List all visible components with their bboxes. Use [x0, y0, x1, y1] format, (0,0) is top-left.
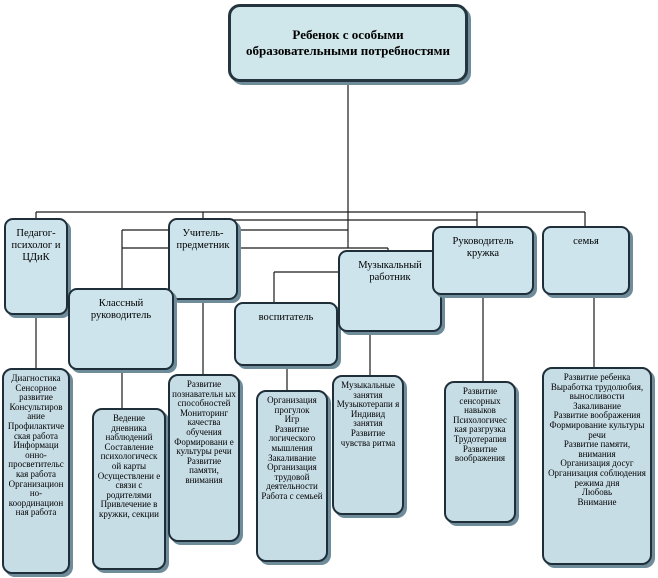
- role-title: Руководитель кружка: [452, 236, 514, 259]
- activity-item: Профилактиче ская работа: [7, 420, 65, 441]
- role-educator: воспитатель: [234, 302, 338, 366]
- role-subject-teacher: Учитель-предметник: [168, 218, 238, 300]
- activity-item: Игр: [284, 414, 300, 425]
- activity-item: Организация трудовой деятельности: [266, 462, 318, 492]
- activity-item: Развитие сенсорных навыков: [459, 386, 501, 416]
- activity-item: Работа с семьей: [261, 490, 323, 501]
- activity-item: Внимание: [577, 496, 617, 507]
- role-psychologist: Педагог-психолог и ЦДиК: [4, 218, 68, 315]
- activity-item: Консультиров ание: [9, 401, 63, 422]
- activity-item: Любовь: [581, 487, 613, 498]
- role-family: семья: [542, 226, 630, 295]
- activity-item: Привлечение в кружки, секции: [99, 499, 159, 519]
- role-title: Учитель-предметник: [176, 228, 230, 251]
- role-title: Классный руководитель: [90, 298, 152, 321]
- activity-item: Организация соблюдения режима дня: [548, 467, 646, 488]
- role-title: Педагог-психолог и ЦДиК: [11, 228, 61, 263]
- role-title: воспитатель: [258, 312, 314, 323]
- activities-educator: Организация прогулок Игр Развитие логиче…: [256, 390, 328, 562]
- activities-family: Развитие ребенка Выработка трудолюбия, в…: [542, 367, 652, 565]
- activity-item: Развитие чувства ритма: [340, 427, 396, 448]
- activity-item: Трудотерапия: [453, 433, 507, 444]
- activity-item: Психологичес кая разгрузка: [452, 414, 508, 435]
- activity-item: Развитие воображения: [553, 410, 641, 421]
- activities-circle-leader: Развитие сенсорных навыков Психологичес …: [444, 381, 516, 523]
- activity-item: Составление психологическ ой карты: [100, 441, 158, 471]
- activity-item: Формировани е культуры речи: [174, 436, 234, 457]
- role-title: Музыкальный работник: [358, 260, 422, 283]
- root-node: Ребенок с особыми образовательными потре…: [228, 4, 468, 82]
- activity-item: Развитие логического мышления: [268, 423, 316, 453]
- activity-item: Развитие ребенка: [563, 372, 631, 382]
- activity-item: Формирование культуры речи: [549, 419, 645, 440]
- activity-item: Организация досуг: [560, 458, 634, 469]
- activity-item: Развитие памяти, внимания: [563, 439, 631, 459]
- activity-item: Диагностика: [11, 373, 61, 383]
- activities-class-teacher: Ведение дневника наблюдений Составление …: [92, 408, 166, 570]
- activity-item: Сенсорное развитие: [15, 382, 57, 403]
- activity-item: Музыкотерапи я: [336, 399, 400, 410]
- role-music-worker: Музыкальный работник: [338, 250, 442, 332]
- activity-item: Индивид занятия: [350, 408, 386, 429]
- activity-item: Развитие памяти, внимания: [185, 455, 223, 485]
- root-title: Ребенок с особыми образовательными потре…: [245, 27, 450, 58]
- activity-item: Осуществлени е связи с родителями: [97, 470, 161, 500]
- activity-item: Развитие познавательн ых способностей: [172, 379, 236, 409]
- role-title: семья: [573, 236, 599, 247]
- activities-music-worker: Музыкальные занятия Музыкотерапи я Индив…: [332, 375, 404, 515]
- activity-item: Закаливание: [268, 452, 316, 463]
- role-circle-leader: Руководитель кружка: [432, 226, 534, 295]
- activity-item: Организацион но-координацион ная работа: [8, 478, 64, 518]
- activity-item: Информаци онно-просветительс кая работа: [8, 440, 64, 479]
- role-class-teacher: Классный руководитель: [68, 288, 174, 370]
- activities-psychologist: Диагностика Сенсорное развитие Консульти…: [2, 368, 70, 574]
- activity-item: Развитие воображения: [454, 443, 506, 464]
- activity-item: Музыкальные занятия: [341, 380, 395, 400]
- activity-item: Закаливание: [573, 400, 621, 411]
- activity-item: Организация прогулок: [267, 395, 317, 415]
- activity-item: Ведение дневника наблюдений: [105, 413, 153, 443]
- activity-item: Выработка трудолюбия, выносливости: [550, 381, 644, 402]
- activity-item: Мониторинг качества обучения: [179, 407, 229, 437]
- activities-subject-teacher: Развитие познавательн ых способностей Мо…: [168, 374, 240, 542]
